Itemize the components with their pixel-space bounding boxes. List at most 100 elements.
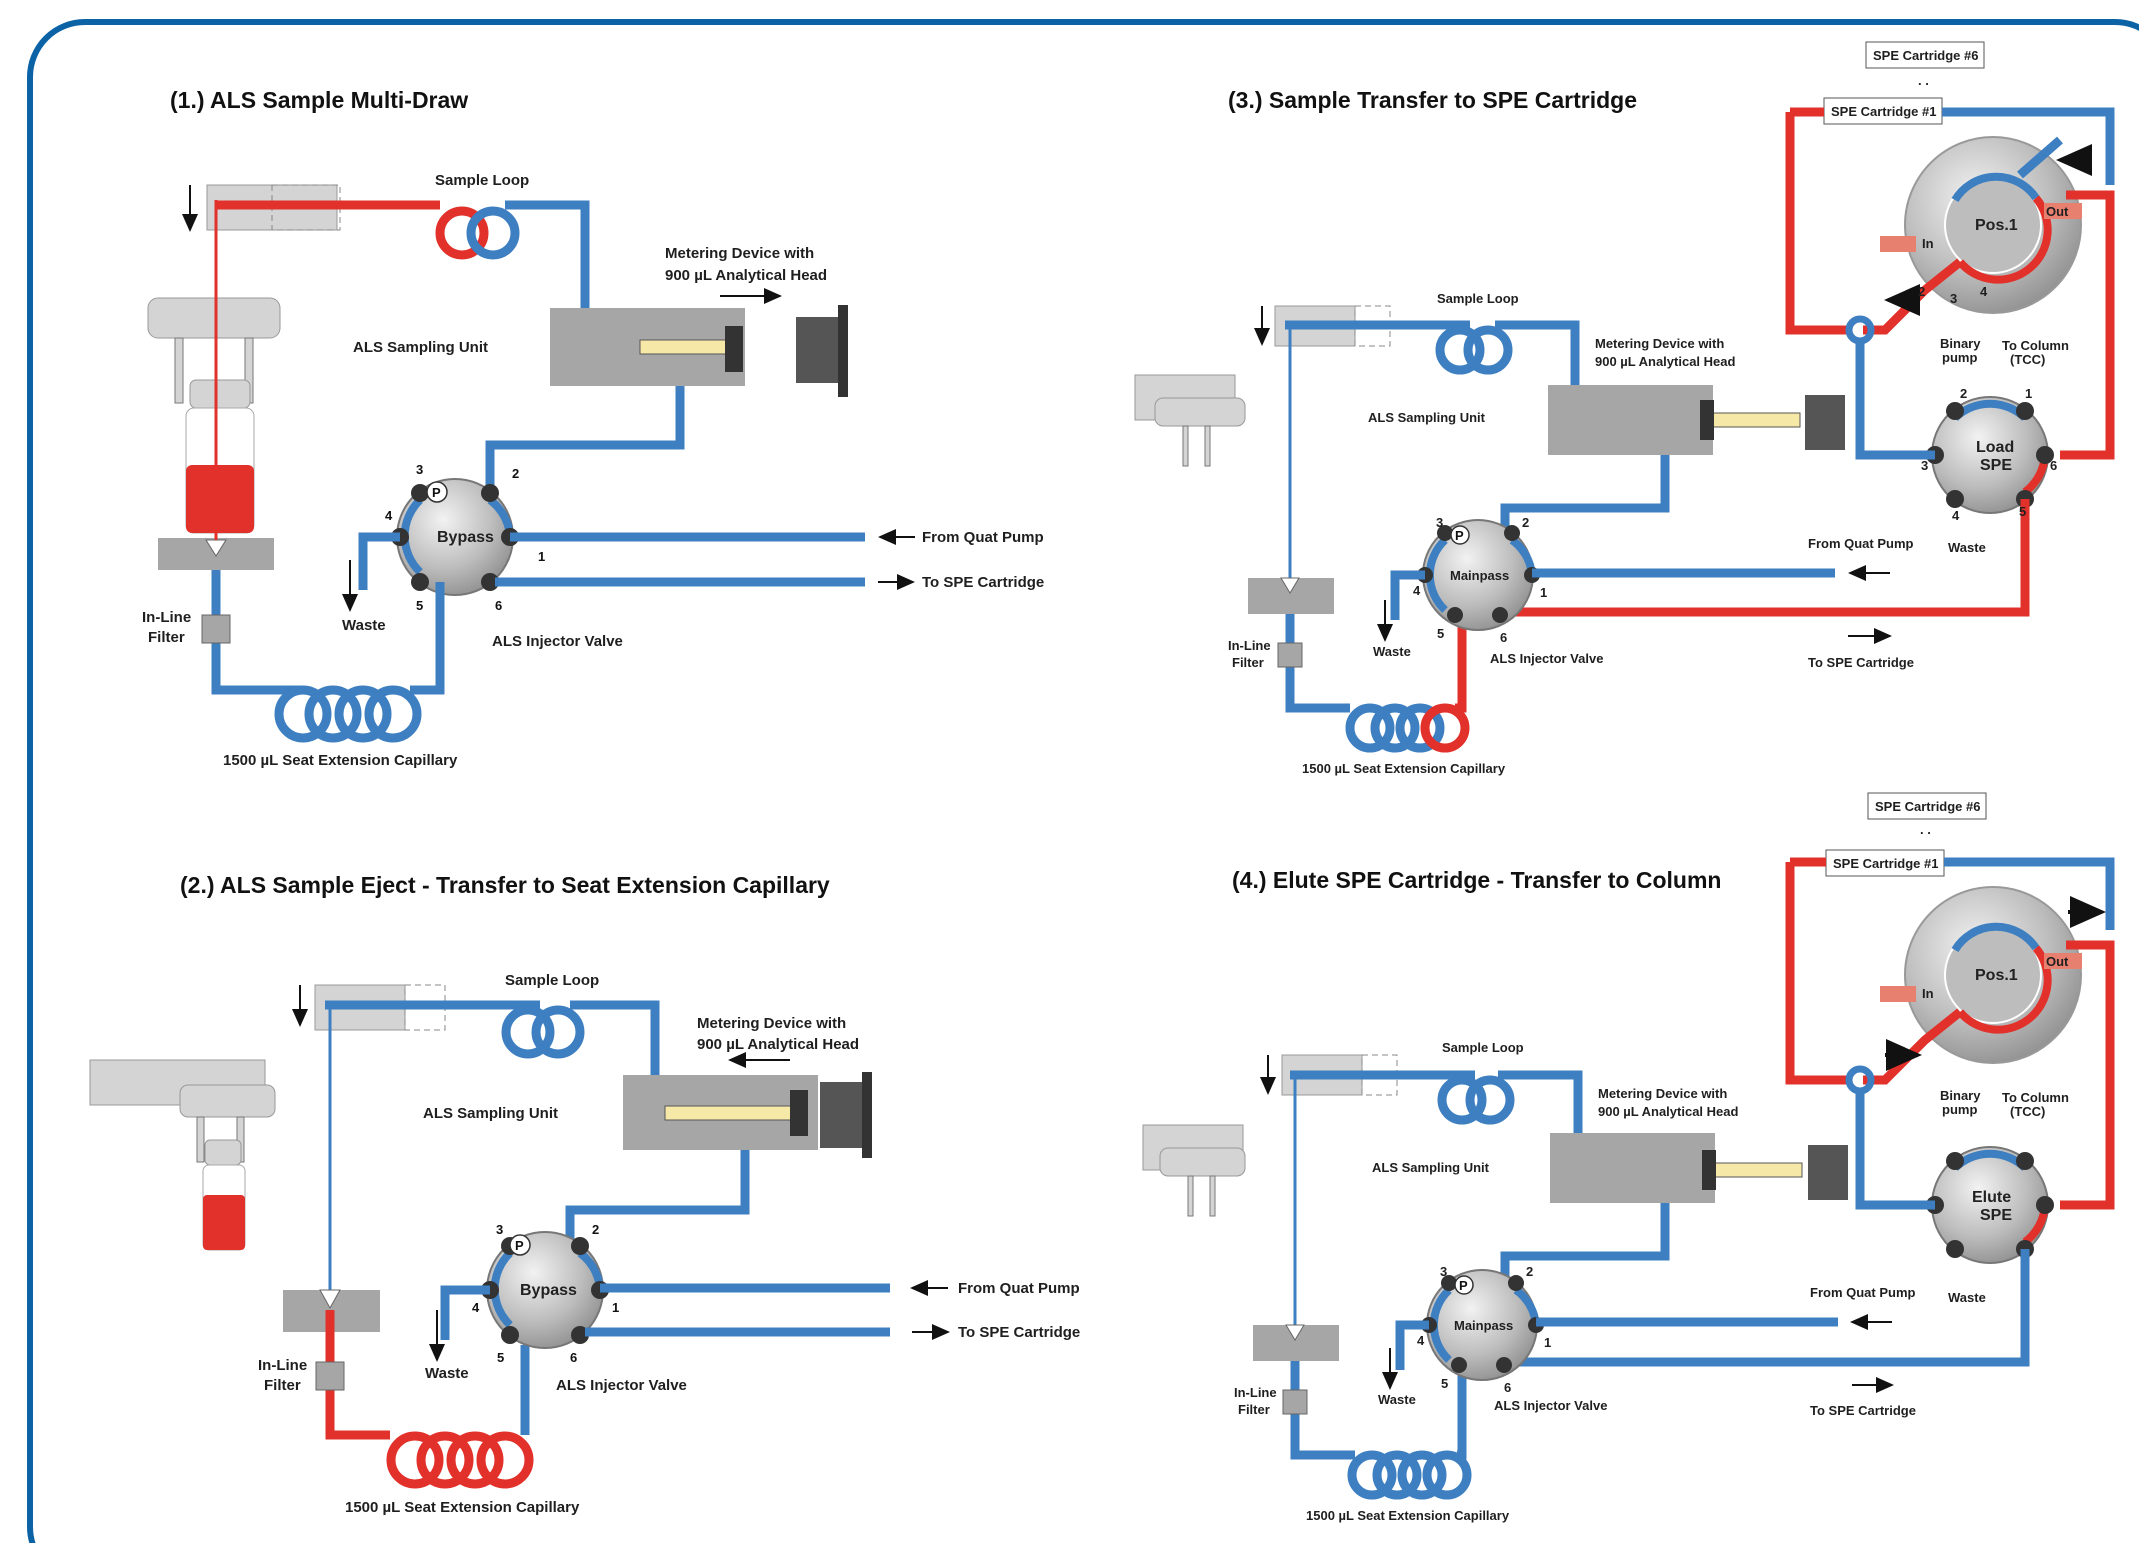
cartridge-blue-link [1942, 107, 2115, 185]
out-pad-4 [2044, 953, 2082, 969]
in-pad [1880, 236, 1916, 252]
sample-loop-label-4: Sample Loop [1442, 1040, 1524, 1055]
filter-label-1: In-Line [142, 609, 191, 626]
in-label-4: In [1922, 986, 1934, 1001]
metering-label-2: 900 µL Analytical Head [665, 267, 827, 284]
injector-valve-label-3: ALS Injector Valve [1490, 651, 1603, 666]
cartridge-6-box [1865, 41, 1985, 69]
v3-port-6 [1492, 607, 1508, 623]
capillary-to-valve [410, 582, 445, 695]
metering-label-2a: Metering Device with [697, 1015, 846, 1032]
metering-plunger-3 [1709, 412, 1801, 428]
panel-4: (4.) Elute SPE Cartridge - Transfer to C… [1142, 792, 2115, 1523]
loop-coil-2b [531, 1005, 585, 1059]
metering-plunger-4 [1711, 1162, 1803, 1178]
v3-port-2-label: 2 [1522, 515, 1529, 530]
valve-state-3: Mainpass [1450, 568, 1509, 583]
spe-state-1: Load [1976, 439, 2014, 456]
metering-to-valve-4 [1500, 1203, 1670, 1290]
gripper-head-4 [1159, 1147, 1246, 1177]
metering-to-valve-2 [565, 1150, 750, 1255]
spe4-port-1 [2016, 1152, 2034, 1170]
pressure-symbol-2: P [515, 1238, 524, 1253]
capillary-coil-2 [304, 685, 362, 743]
selector4-blue-arc [1951, 922, 2040, 953]
capillary-coil-2-2 [416, 1431, 474, 1489]
sampling-unit-label-4: ALS Sampling Unit [1372, 1160, 1490, 1175]
v2-port-2 [571, 1237, 589, 1255]
loop-coil-2a [501, 1005, 555, 1059]
from-quat-label-2: From Quat Pump [958, 1280, 1080, 1297]
v2-port-4-label: 4 [472, 1300, 480, 1315]
gripper-finger-l2 [196, 1116, 205, 1163]
spe-port-2 [1946, 402, 1964, 420]
out-pad [2044, 203, 2082, 219]
cartridge-dots-4: . . [1920, 822, 1931, 837]
capillary-coil-3 [334, 685, 392, 743]
capillary-coil-2-3 [446, 1431, 504, 1489]
pressure-icon [426, 481, 448, 503]
outer-frame [27, 19, 2139, 1548]
waste-label-4: Waste [1378, 1392, 1416, 1407]
v2-port-6-label: 6 [570, 1350, 577, 1365]
cartridge-6-box-4 [1867, 792, 1987, 820]
gripper-finger-3l [1182, 425, 1189, 467]
metering-to-valve-3 [1500, 455, 1670, 540]
inline-filter [201, 614, 231, 644]
out-label-4: Out [2046, 954, 2069, 969]
pressure-icon-4 [1454, 1275, 1474, 1295]
filter-label-4a: In-Line [1234, 1385, 1277, 1400]
seat-cone-4 [1285, 1324, 1305, 1341]
metering-motor-3 [1805, 395, 1845, 450]
sel-port-4: 4 [1980, 284, 1988, 299]
pressure-symbol-4: P [1459, 1278, 1468, 1293]
cartridge-1-box-4 [1825, 849, 1945, 877]
v3-port-4-label: 4 [1413, 583, 1421, 598]
port-2 [481, 484, 499, 502]
metering-block-4 [1550, 1133, 1715, 1203]
panel-2-title: (2.) ALS Sample Eject - Transfer to Seat… [180, 872, 830, 898]
metering-label-4b: 900 µL Analytical Head [1598, 1104, 1739, 1119]
binary-pump-2: pump [1942, 350, 1977, 365]
metering-label-4a: Metering Device with [1598, 1086, 1727, 1101]
spe-port-6-label: 6 [2050, 458, 2057, 473]
gripper-finger-4l [1187, 1175, 1194, 1217]
to-column-1: To Column [2002, 338, 2069, 353]
loop-coil-4a [1437, 1075, 1487, 1125]
metering-flange-2 [862, 1072, 872, 1158]
port-1-label: 1 [538, 549, 545, 564]
selector-blue-arc [1951, 172, 2040, 203]
inline-filter-3 [1277, 642, 1303, 668]
vial-cap [189, 379, 251, 409]
v2-port-5 [501, 1326, 519, 1344]
injector-valve-label: ALS Injector Valve [492, 633, 623, 650]
selector-blue-top [2017, 136, 2063, 179]
capillary-coil-3-4 [1420, 703, 1470, 753]
waste-line-4 [1395, 1320, 1429, 1370]
capillary-coil-3-1 [1345, 703, 1395, 753]
metering-motor-flange [838, 305, 848, 397]
loop-red-coil [435, 206, 489, 260]
spe4-port-2 [1946, 1152, 1964, 1170]
panel-3-title: (3.) Sample Transfer to SPE Cartridge [1228, 87, 1637, 113]
port-3 [411, 484, 429, 502]
capillary-coil-4-3 [1397, 1450, 1447, 1500]
capillary-coil-3-3 [1395, 703, 1445, 753]
sample-loop-label-2: Sample Loop [505, 972, 599, 989]
spe4-waste-label: Waste [1948, 1290, 1986, 1305]
selector-position-4: Pos.1 [1975, 967, 2018, 984]
pressure-icon-3 [1450, 525, 1470, 545]
metering-piston [725, 326, 743, 372]
spe4-left-blue [1855, 1090, 1935, 1210]
metering-piston-4 [1702, 1150, 1716, 1190]
v4-port-6-label: 6 [1504, 1380, 1511, 1395]
v4-port-5 [1451, 1357, 1467, 1373]
metering-motor [796, 317, 838, 383]
capillary-coil-4-1 [1347, 1450, 1397, 1500]
binary-pump-1-4: Binary [1940, 1088, 1981, 1103]
binary-pump-2-4: pump [1942, 1102, 1977, 1117]
waste-label-2: Waste [425, 1365, 469, 1382]
cartridge-1-label-4: SPE Cartridge #1 [1833, 856, 1939, 871]
seat-capillary-label-4: 1500 µL Seat Extension Capillary [1306, 1508, 1510, 1523]
to-column-2: (TCC) [2010, 352, 2045, 367]
